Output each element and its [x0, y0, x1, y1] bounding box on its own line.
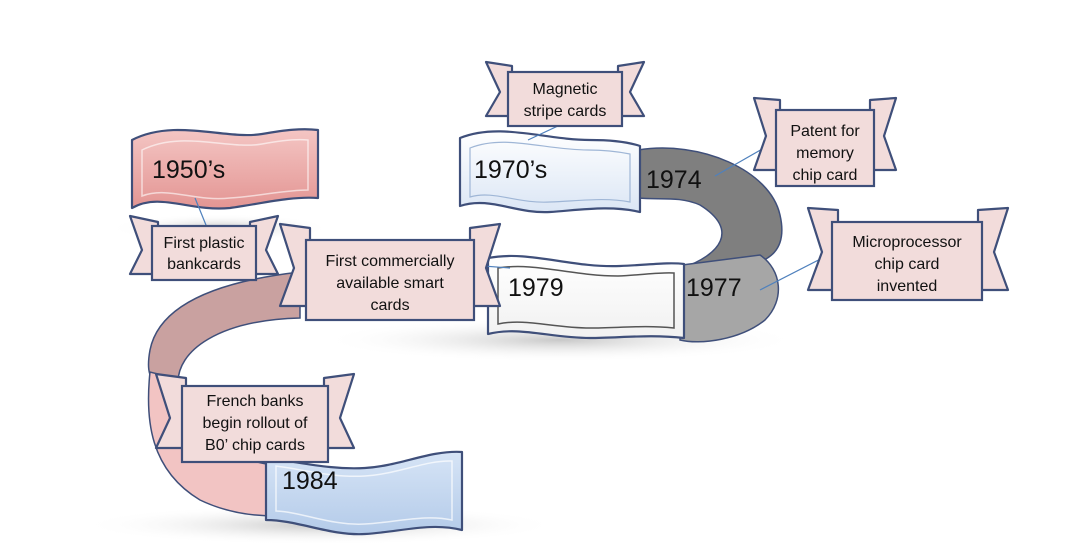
event-label-line: First commercially — [326, 253, 455, 270]
event-label-line: bankcards — [167, 256, 241, 273]
event-french-banks: French banks begin rollout of B0’ chip c… — [154, 372, 356, 464]
connector-line — [527, 124, 561, 141]
year-label-1974: 1974 — [646, 166, 702, 194]
event-label-line: available smart — [336, 275, 444, 292]
event-first-plastic: First plastic bankcards — [128, 214, 280, 282]
event-label-line: stripe cards — [524, 103, 607, 120]
band-mauve — [147, 271, 301, 386]
event-label-line: cards — [370, 297, 409, 314]
ribbon-1984: 1984 — [264, 450, 464, 536]
year-label-1950s: 1950’s — [152, 156, 225, 184]
event-label-line: chip card — [875, 256, 940, 273]
event-label-line: French banks — [207, 393, 304, 410]
band-1977 — [679, 254, 779, 343]
event-label-line: invented — [877, 278, 938, 295]
event-microprocessor: Microprocessor chip card invented — [806, 206, 1010, 302]
connector-line — [194, 197, 209, 231]
event-label-line: Patent for — [790, 123, 860, 140]
year-label-1970s: 1970’s — [474, 156, 547, 184]
ribbon-1950s: 1950’s — [130, 128, 320, 210]
year-label-1977: 1977 — [686, 274, 742, 302]
event-label-line: memory — [796, 145, 854, 162]
event-label-line: First plastic — [164, 235, 245, 252]
event-label-line: Magnetic — [533, 81, 598, 98]
event-label-line: B0’ chip cards — [205, 437, 305, 454]
year-label-1984: 1984 — [282, 467, 338, 495]
year-label-1979: 1979 — [508, 274, 564, 302]
event-magnetic-stripe: Magnetic stripe cards — [484, 60, 646, 128]
ribbon-1979: 1979 — [486, 254, 686, 340]
event-label-line: begin rollout of — [203, 415, 309, 432]
event-first-commercial: First commercially available smart cards — [278, 222, 502, 322]
event-label-line: chip card — [793, 167, 858, 184]
ribbon-1970s: 1970’s — [458, 130, 642, 214]
event-patent-memory: Patent for memory chip card — [752, 96, 898, 188]
event-label-line: Microprocessor — [852, 234, 962, 251]
